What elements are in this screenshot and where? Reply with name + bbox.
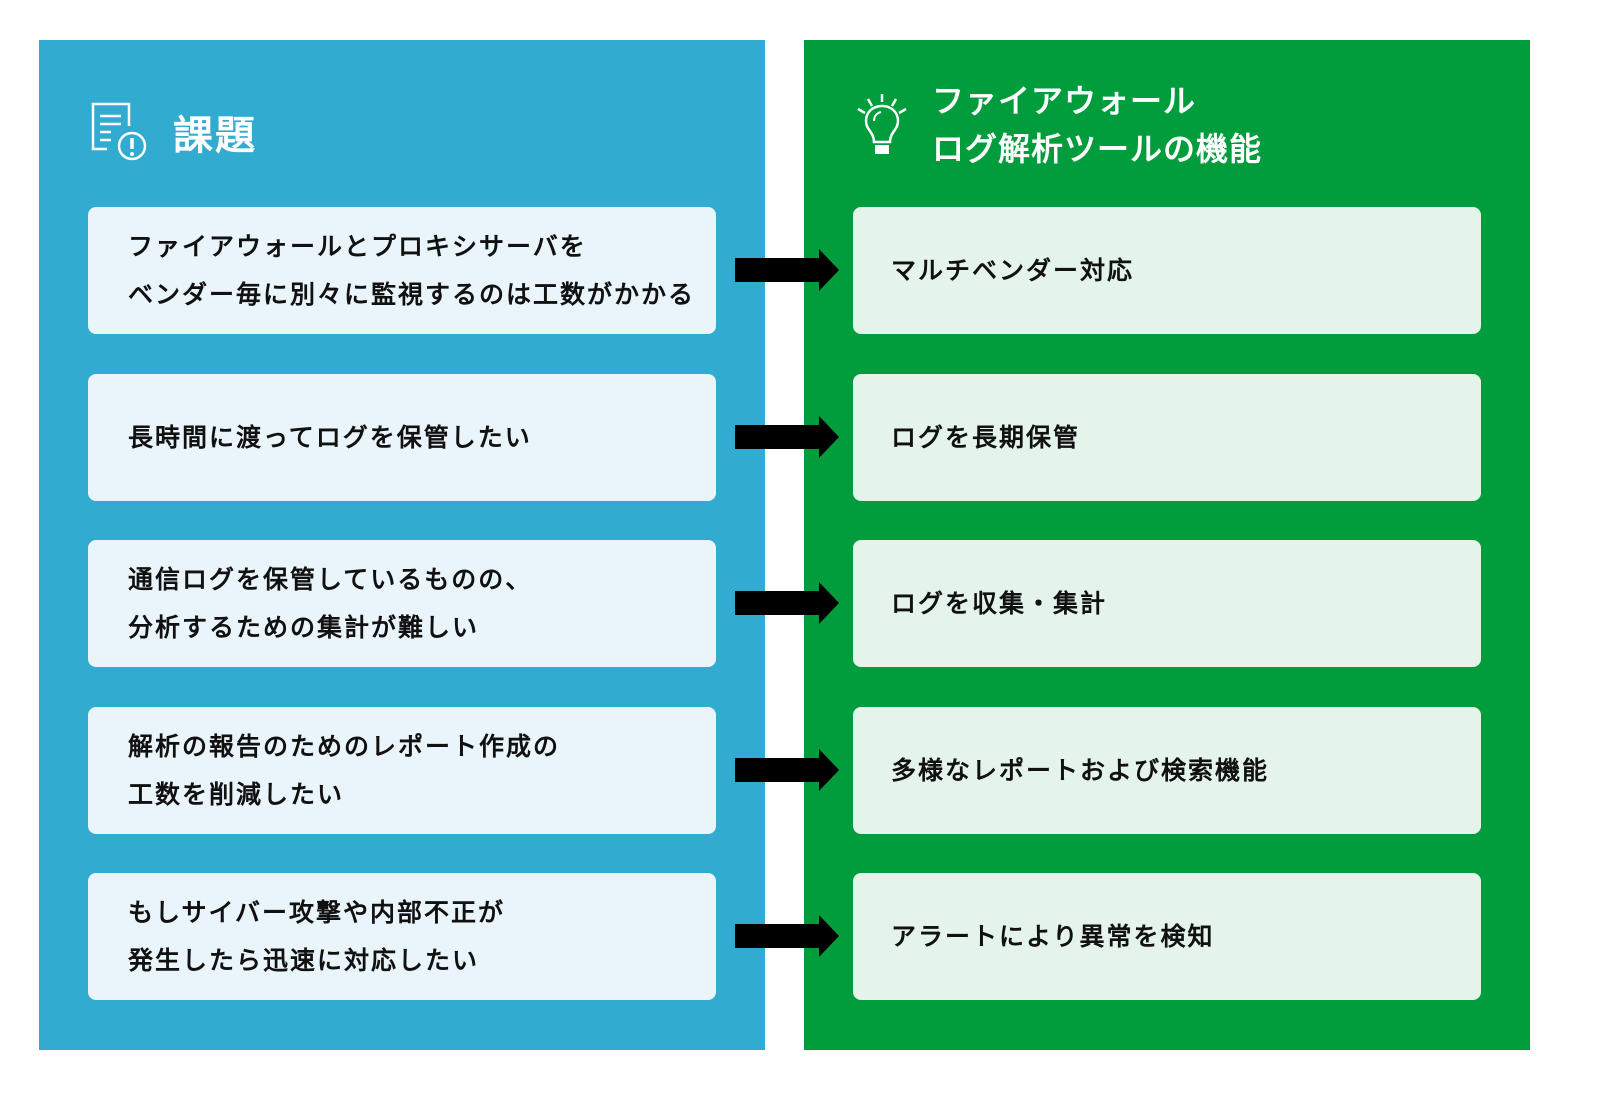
challenges-title: 課題	[173, 113, 257, 159]
features-title-line: ログ解析ツールの機能	[932, 130, 1263, 168]
challenge-text-line: もしサイバー攻撃や内部不正が	[128, 897, 506, 927]
feature-card: ログを収集・集計	[853, 540, 1481, 667]
feature-label: ログを収集・集計	[891, 588, 1108, 618]
challenge-text-line: 長時間に渡ってログを保管したい	[128, 422, 532, 452]
features-title-line: ファイアウォール	[932, 82, 1197, 120]
challenge-text-line: 工数を削減したい	[128, 779, 345, 809]
challenge-card: ファイアウォールとプロキシサーバを ベンダー毎に別々に監視するのは工数がかかる	[88, 207, 716, 334]
challenges-header: 課題	[91, 98, 257, 166]
challenge-card: 解析の報告のためのレポート作成の 工数を削減したい	[88, 707, 716, 834]
challenges-panel: 課題 ファイアウォールとプロキシサーバを ベンダー毎に別々に監視するのは工数がか…	[39, 40, 765, 1050]
features-header: ファイアウォール ログ解析ツールの機能	[854, 80, 1262, 170]
feature-card: マルチベンダー対応	[853, 207, 1481, 334]
feature-label: 多様なレポートおよび検索機能	[891, 755, 1270, 785]
feature-card: アラートにより異常を検知	[853, 873, 1481, 1000]
feature-card: 多様なレポートおよび検索機能	[853, 707, 1481, 834]
lightbulb-icon	[854, 92, 910, 158]
feature-label: アラートにより異常を検知	[891, 921, 1215, 951]
challenge-card: 通信ログを保管しているものの、 分析するための集計が難しい	[88, 540, 716, 667]
challenge-card: もしサイバー攻撃や内部不正が 発生したら迅速に対応したい	[88, 873, 716, 1000]
challenge-text-line: 発生したら迅速に対応したい	[128, 945, 480, 975]
arrow-right-icon	[735, 915, 839, 957]
arrow-right-icon	[735, 749, 839, 791]
arrow-right-icon	[735, 249, 839, 291]
arrow-right-icon	[735, 582, 839, 624]
challenge-text-line: ファイアウォールとプロキシサーバを	[128, 231, 587, 261]
features-title: ファイアウォール ログ解析ツールの機能	[932, 77, 1262, 173]
challenge-text-line: 解析の報告のためのレポート作成の	[128, 731, 561, 761]
challenge-text-line: ベンダー毎に別々に監視するのは工数がかかる	[128, 279, 696, 309]
feature-label: ログを長期保管	[891, 422, 1081, 452]
features-panel: ファイアウォール ログ解析ツールの機能 マルチベンダー対応 ログを長期保管 ログ…	[804, 40, 1530, 1050]
challenge-text-line: 通信ログを保管しているものの、	[128, 564, 533, 594]
challenge-card: 長時間に渡ってログを保管したい	[88, 374, 716, 501]
arrow-right-icon	[735, 416, 839, 458]
document-warning-icon	[91, 102, 151, 162]
challenge-text-line: 分析するための集計が難しい	[128, 612, 480, 642]
feature-card: ログを長期保管	[853, 374, 1481, 501]
feature-label: マルチベンダー対応	[891, 255, 1135, 285]
